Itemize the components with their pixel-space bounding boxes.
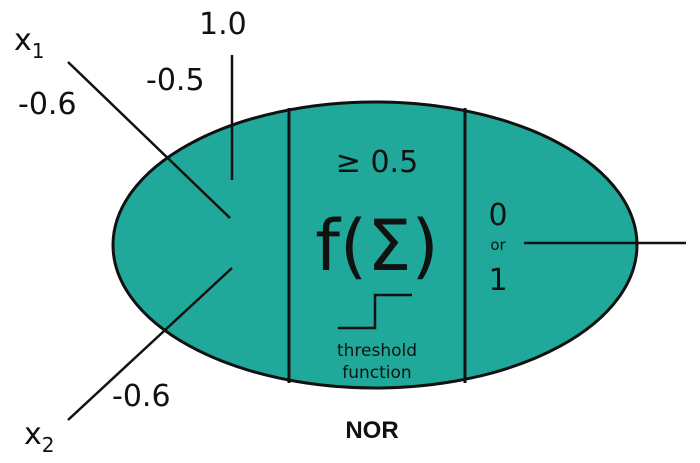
input-x1-label: x1: [14, 23, 45, 63]
weight-x1: -0.6: [18, 87, 77, 122]
step-function-icon: [338, 293, 412, 330]
threshold-caption-line1: threshold: [337, 341, 417, 361]
output-one: 1: [488, 263, 507, 298]
input-line-x2: [67, 267, 233, 421]
threshold-condition: ≥ 0.5: [336, 145, 418, 180]
threshold-caption-line2: function: [342, 363, 411, 383]
output-or: or: [490, 236, 506, 254]
input-x2-label: x2: [24, 417, 55, 457]
weight-x2: -0.6: [112, 379, 171, 414]
input-line-x1: [67, 61, 231, 219]
bias-input-value: 1.0: [199, 7, 247, 42]
output-zero: 0: [488, 198, 507, 233]
gate-label: NOR: [345, 417, 398, 444]
activation-function: f(Σ): [315, 205, 439, 287]
neuron-body: [111, 100, 639, 390]
bias-weight: -0.5: [146, 63, 205, 98]
